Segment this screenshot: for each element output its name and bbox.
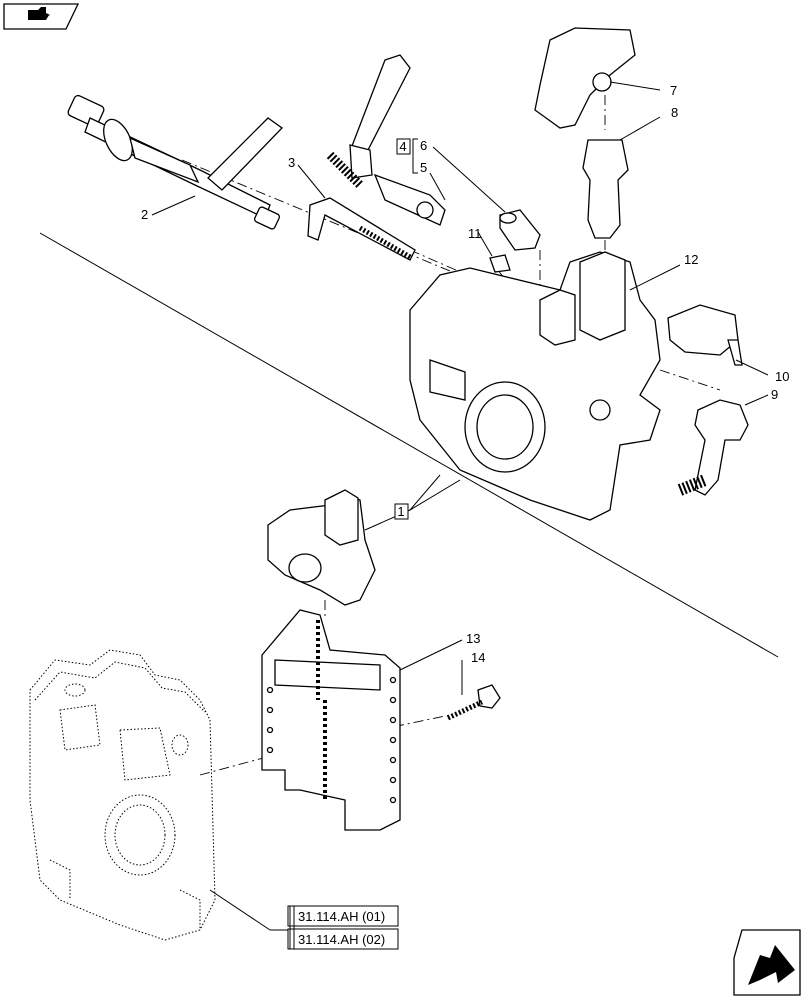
callout-8: 8 [671,105,678,120]
bracket-5-6 [412,138,418,174]
callout-box-4 [396,138,411,155]
center-line [497,269,521,301]
reference-link-2[interactable]: 31.114.AH (02) [298,932,385,947]
callout-2: 2 [141,207,148,222]
callout-13: 13 [466,631,480,646]
callout-6: 6 [420,138,427,153]
separator-line [39,232,779,658]
center-line [659,369,721,391]
callout-7: 7 [670,83,677,98]
part-8-pin [582,116,661,239]
reference-box-2[interactable] [287,928,399,950]
callout-9: 9 [771,387,778,402]
book-arrow-icon[interactable] [3,3,80,30]
callout-box-1 [394,503,409,520]
part-13-frame [261,609,463,831]
part-9-latch [677,394,769,496]
callout-11: 11 [468,226,482,241]
callout-10: 10 [775,369,789,384]
part-3-spring-pin [297,164,416,261]
part-1-hitch-assembly [267,474,461,606]
part-6-detent [432,146,541,251]
part-2-lever-shaft [67,94,283,230]
reference-link-1[interactable]: 31.114.AH (01) [298,909,385,924]
ghost-housing [29,649,290,941]
callout-4: 4 [399,139,406,154]
part-11-pin [477,231,511,273]
part-handle-assembly [326,54,446,226]
reference-box-1[interactable] [287,905,399,927]
part-7-cap [534,27,661,129]
callout-12: 12 [684,252,698,267]
callout-5: 5 [420,160,427,175]
callout-3: 3 [288,155,295,170]
part-12-hitch-body [409,251,681,521]
callout-1: 1 [397,504,404,519]
callout-14: 14 [471,650,485,665]
part-14-bolt [446,660,501,721]
next-page-arrow-icon[interactable] [733,929,801,996]
part-10-cover [667,304,769,376]
